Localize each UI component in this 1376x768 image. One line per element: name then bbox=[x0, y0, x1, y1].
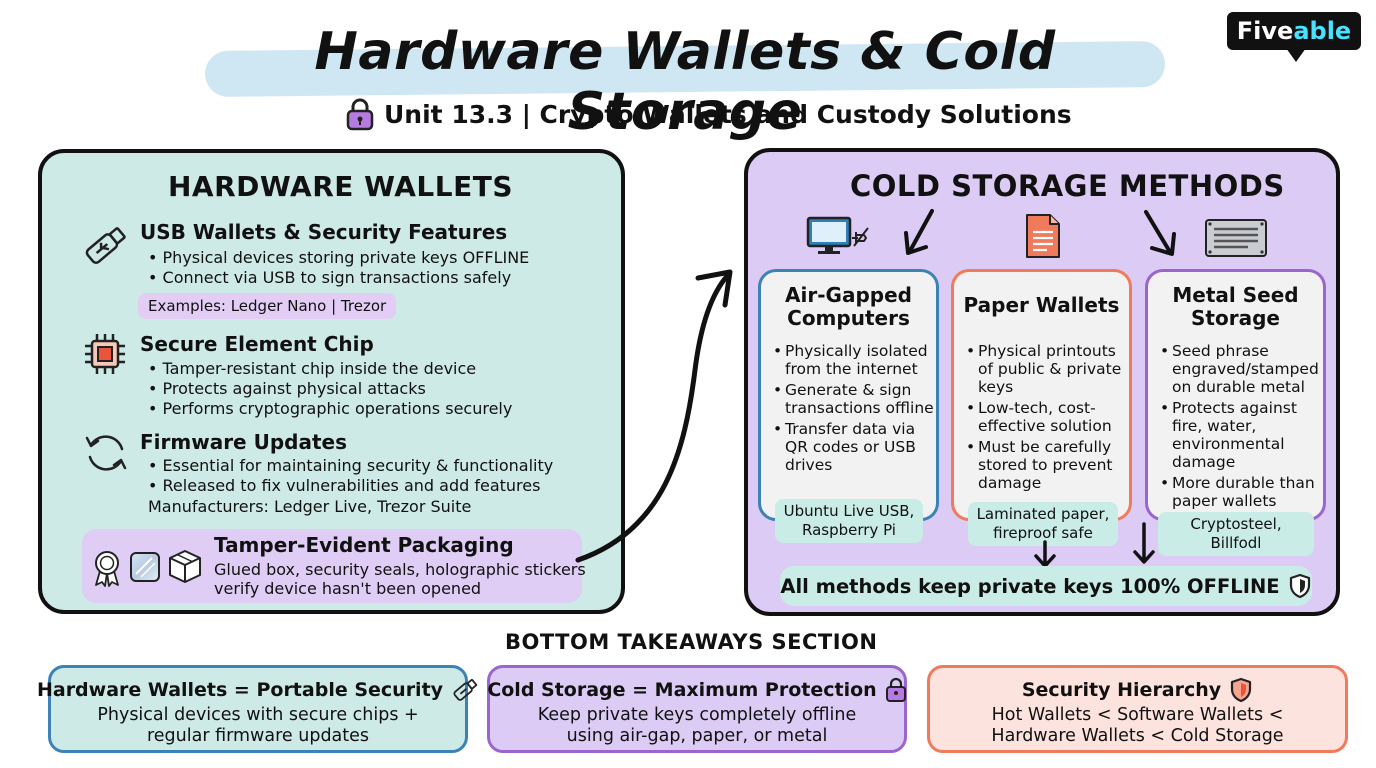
usb-wallets-bullets: Physical devices storing private keys OF… bbox=[148, 248, 530, 288]
card-bullets: Physical printouts of public & private k… bbox=[966, 342, 1134, 495]
card-bullets: Physically isolated from the internet Ge… bbox=[773, 342, 941, 477]
takeaway-body: Physical devices with secure chips + reg… bbox=[51, 705, 465, 747]
brand-part1: Five bbox=[1236, 17, 1294, 45]
takeaway-line: regular firmware updates bbox=[146, 726, 370, 746]
card-example: Ubuntu Live USB, Raspberry Pi bbox=[775, 499, 923, 543]
shield-icon bbox=[1229, 677, 1253, 703]
card-example: Laminated paper, fireproof safe bbox=[968, 502, 1118, 546]
card-title-line: Air-Gapped bbox=[785, 283, 912, 307]
card-bullets: Seed phrase engraved/stamped on durable … bbox=[1160, 342, 1328, 513]
cold-storage-title: COLD STORAGE METHODS bbox=[850, 169, 1285, 203]
takeaway-title-text: Security Hierarchy bbox=[1021, 679, 1222, 701]
tamper-line-1: Glued box, security seals, holographic s… bbox=[214, 560, 586, 579]
paper-document-icon bbox=[1023, 212, 1063, 260]
takeaway-title-text: Cold Storage = Maximum Protection bbox=[487, 679, 877, 701]
example-line: Ubuntu Live USB, bbox=[783, 502, 915, 520]
firmware-title: Firmware Updates bbox=[140, 430, 347, 454]
card-title-line: Metal Seed bbox=[1172, 283, 1299, 307]
subtitle-text: Unit 13.3 | Crypto Wallets and Custody S… bbox=[384, 99, 1072, 129]
usb-wallets-title: USB Wallets & Security Features bbox=[140, 220, 508, 244]
card-example: Cryptosteel, Billfodl bbox=[1158, 512, 1314, 556]
hardware-wallets-title: HARDWARE WALLETS bbox=[168, 170, 514, 203]
usb-drive-icon bbox=[451, 677, 479, 703]
bullet: Generate & sign transactions offline bbox=[773, 381, 941, 417]
box-icon bbox=[166, 547, 204, 585]
bullet: Seed phrase engraved/stamped on durable … bbox=[1160, 342, 1328, 396]
padlock-icon bbox=[885, 677, 907, 703]
takeaways-heading: BOTTOM TAKEAWAYS SECTION bbox=[505, 630, 878, 654]
bullet: Released to fix vulnerabilities and add … bbox=[148, 476, 553, 496]
tamper-evident-box: Tamper-Evident Packaging Glued box, secu… bbox=[82, 529, 586, 603]
bullet: Essential for maintaining security & fun… bbox=[148, 456, 554, 476]
bullet: Physical printouts of public & private k… bbox=[966, 342, 1134, 396]
card-metal-seed: Metal Seed Storage Seed phrase engraved/… bbox=[1145, 269, 1326, 521]
takeaway-cold-storage: Cold Storage = Maximum Protection Keep p… bbox=[487, 665, 907, 753]
usb-drive-icon bbox=[78, 219, 132, 273]
takeaway-line: using air-gap, paper, or metal bbox=[566, 726, 828, 746]
padlock-icon bbox=[344, 97, 376, 131]
takeaway-hardware: Hardware Wallets = Portable Security Phy… bbox=[37, 665, 478, 753]
takeaway-line: Physical devices with secure chips + bbox=[97, 705, 419, 725]
takeaway-body: Keep private keys completely offline usi… bbox=[490, 705, 904, 747]
takeaway-security-hierarchy: Security Hierarchy Hot Wallets < Softwar… bbox=[927, 665, 1348, 753]
subtitle: Unit 13.3 | Crypto Wallets and Custody S… bbox=[344, 97, 1072, 131]
chip-icon bbox=[82, 331, 128, 377]
usb-wallets-examples: Examples: Ledger Nano | Trezor bbox=[138, 293, 397, 319]
card-title-line: Paper Wallets bbox=[963, 293, 1120, 317]
seal-badge-icon bbox=[92, 549, 122, 587]
shield-icon bbox=[1288, 573, 1312, 599]
example-line: Raspberry Pi bbox=[802, 521, 896, 539]
bullet: Performs cryptographic operations secure… bbox=[148, 399, 513, 419]
takeaway-title: Security Hierarchy bbox=[930, 677, 1345, 703]
card-air-gapped: Air-Gapped Computers Physically isolated… bbox=[758, 269, 939, 521]
bullet: Transfer data via QR codes or USB drives bbox=[773, 420, 941, 474]
card-paper-wallets: Paper Wallets Physical printouts of publ… bbox=[951, 269, 1132, 521]
holographic-sticker-icon bbox=[128, 550, 162, 584]
bullet: Must be carefully stored to prevent dama… bbox=[966, 438, 1134, 492]
cold-storage-panel: COLD STORAGE METHODS bbox=[744, 148, 1340, 616]
bullet: Physical devices storing private keys OF… bbox=[148, 248, 530, 268]
arrow-to-air-gapped bbox=[904, 209, 934, 255]
offline-computer-icon bbox=[806, 216, 870, 256]
hardware-wallets-panel: HARDWARE WALLETS USB Wallets & Security … bbox=[38, 149, 625, 614]
bullet: Protects against fire, water, environmen… bbox=[1160, 399, 1328, 471]
arrow-to-metal bbox=[1144, 210, 1176, 256]
title-block: Hardware Wallets & Cold Storage bbox=[204, 22, 1166, 142]
bullet: Tamper-resistant chip inside the device bbox=[148, 359, 512, 379]
takeaway-title-text: Hardware Wallets = Portable Security bbox=[36, 679, 444, 701]
example-line: fireproof safe bbox=[993, 524, 1093, 542]
all-offline-text: All methods keep private keys 100% OFFLI… bbox=[780, 574, 1280, 598]
card-title-line: Storage bbox=[1191, 306, 1280, 330]
bullet: More durable than paper wallets bbox=[1160, 474, 1328, 510]
firmware-manufacturers: Manufacturers: Ledger Live, Trezor Suite bbox=[148, 497, 472, 516]
takeaway-line: Hot Wallets < Software Wallets < bbox=[991, 705, 1284, 725]
secure-chip-bullets: Tamper-resistant chip inside the device … bbox=[148, 359, 513, 419]
tamper-line-2: verify device hasn't been opened bbox=[214, 579, 482, 598]
brand-logo-tail bbox=[1286, 48, 1306, 62]
example-line: Cryptosteel, Billfodl bbox=[1190, 515, 1282, 552]
tamper-title: Tamper-Evident Packaging bbox=[214, 533, 514, 557]
bullet: Physically isolated from the internet bbox=[773, 342, 941, 378]
page-title: Hardware Wallets & Cold Storage bbox=[314, 22, 1056, 142]
takeaway-body: Hot Wallets < Software Wallets < Hardwar… bbox=[930, 705, 1345, 747]
example-line: Laminated paper, bbox=[976, 505, 1110, 523]
bullet: Low-tech, cost-effective solution bbox=[966, 399, 1134, 435]
takeaway-title: Cold Storage = Maximum Protection bbox=[487, 677, 907, 703]
metal-plate-icon bbox=[1204, 218, 1268, 258]
arrow-down-small bbox=[1133, 522, 1155, 564]
refresh-icon bbox=[82, 429, 130, 477]
bullet: Connect via USB to sign transactions saf… bbox=[148, 268, 529, 288]
takeaway-line: Keep private keys completely offline bbox=[537, 705, 857, 725]
brand-part2: able bbox=[1293, 17, 1352, 45]
firmware-bullets: Essential for maintaining security & fun… bbox=[148, 456, 554, 496]
connector-arrow bbox=[575, 269, 733, 563]
all-offline-summary: All methods keep private keys 100% OFFLI… bbox=[780, 566, 1312, 606]
takeaway-line: Hardware Wallets < Cold Storage bbox=[991, 726, 1284, 746]
secure-chip-title: Secure Element Chip bbox=[140, 332, 374, 356]
bullet: Protects against physical attacks bbox=[148, 379, 512, 399]
takeaway-title: Hardware Wallets = Portable Security bbox=[37, 677, 478, 703]
card-title-line: Computers bbox=[787, 306, 910, 330]
